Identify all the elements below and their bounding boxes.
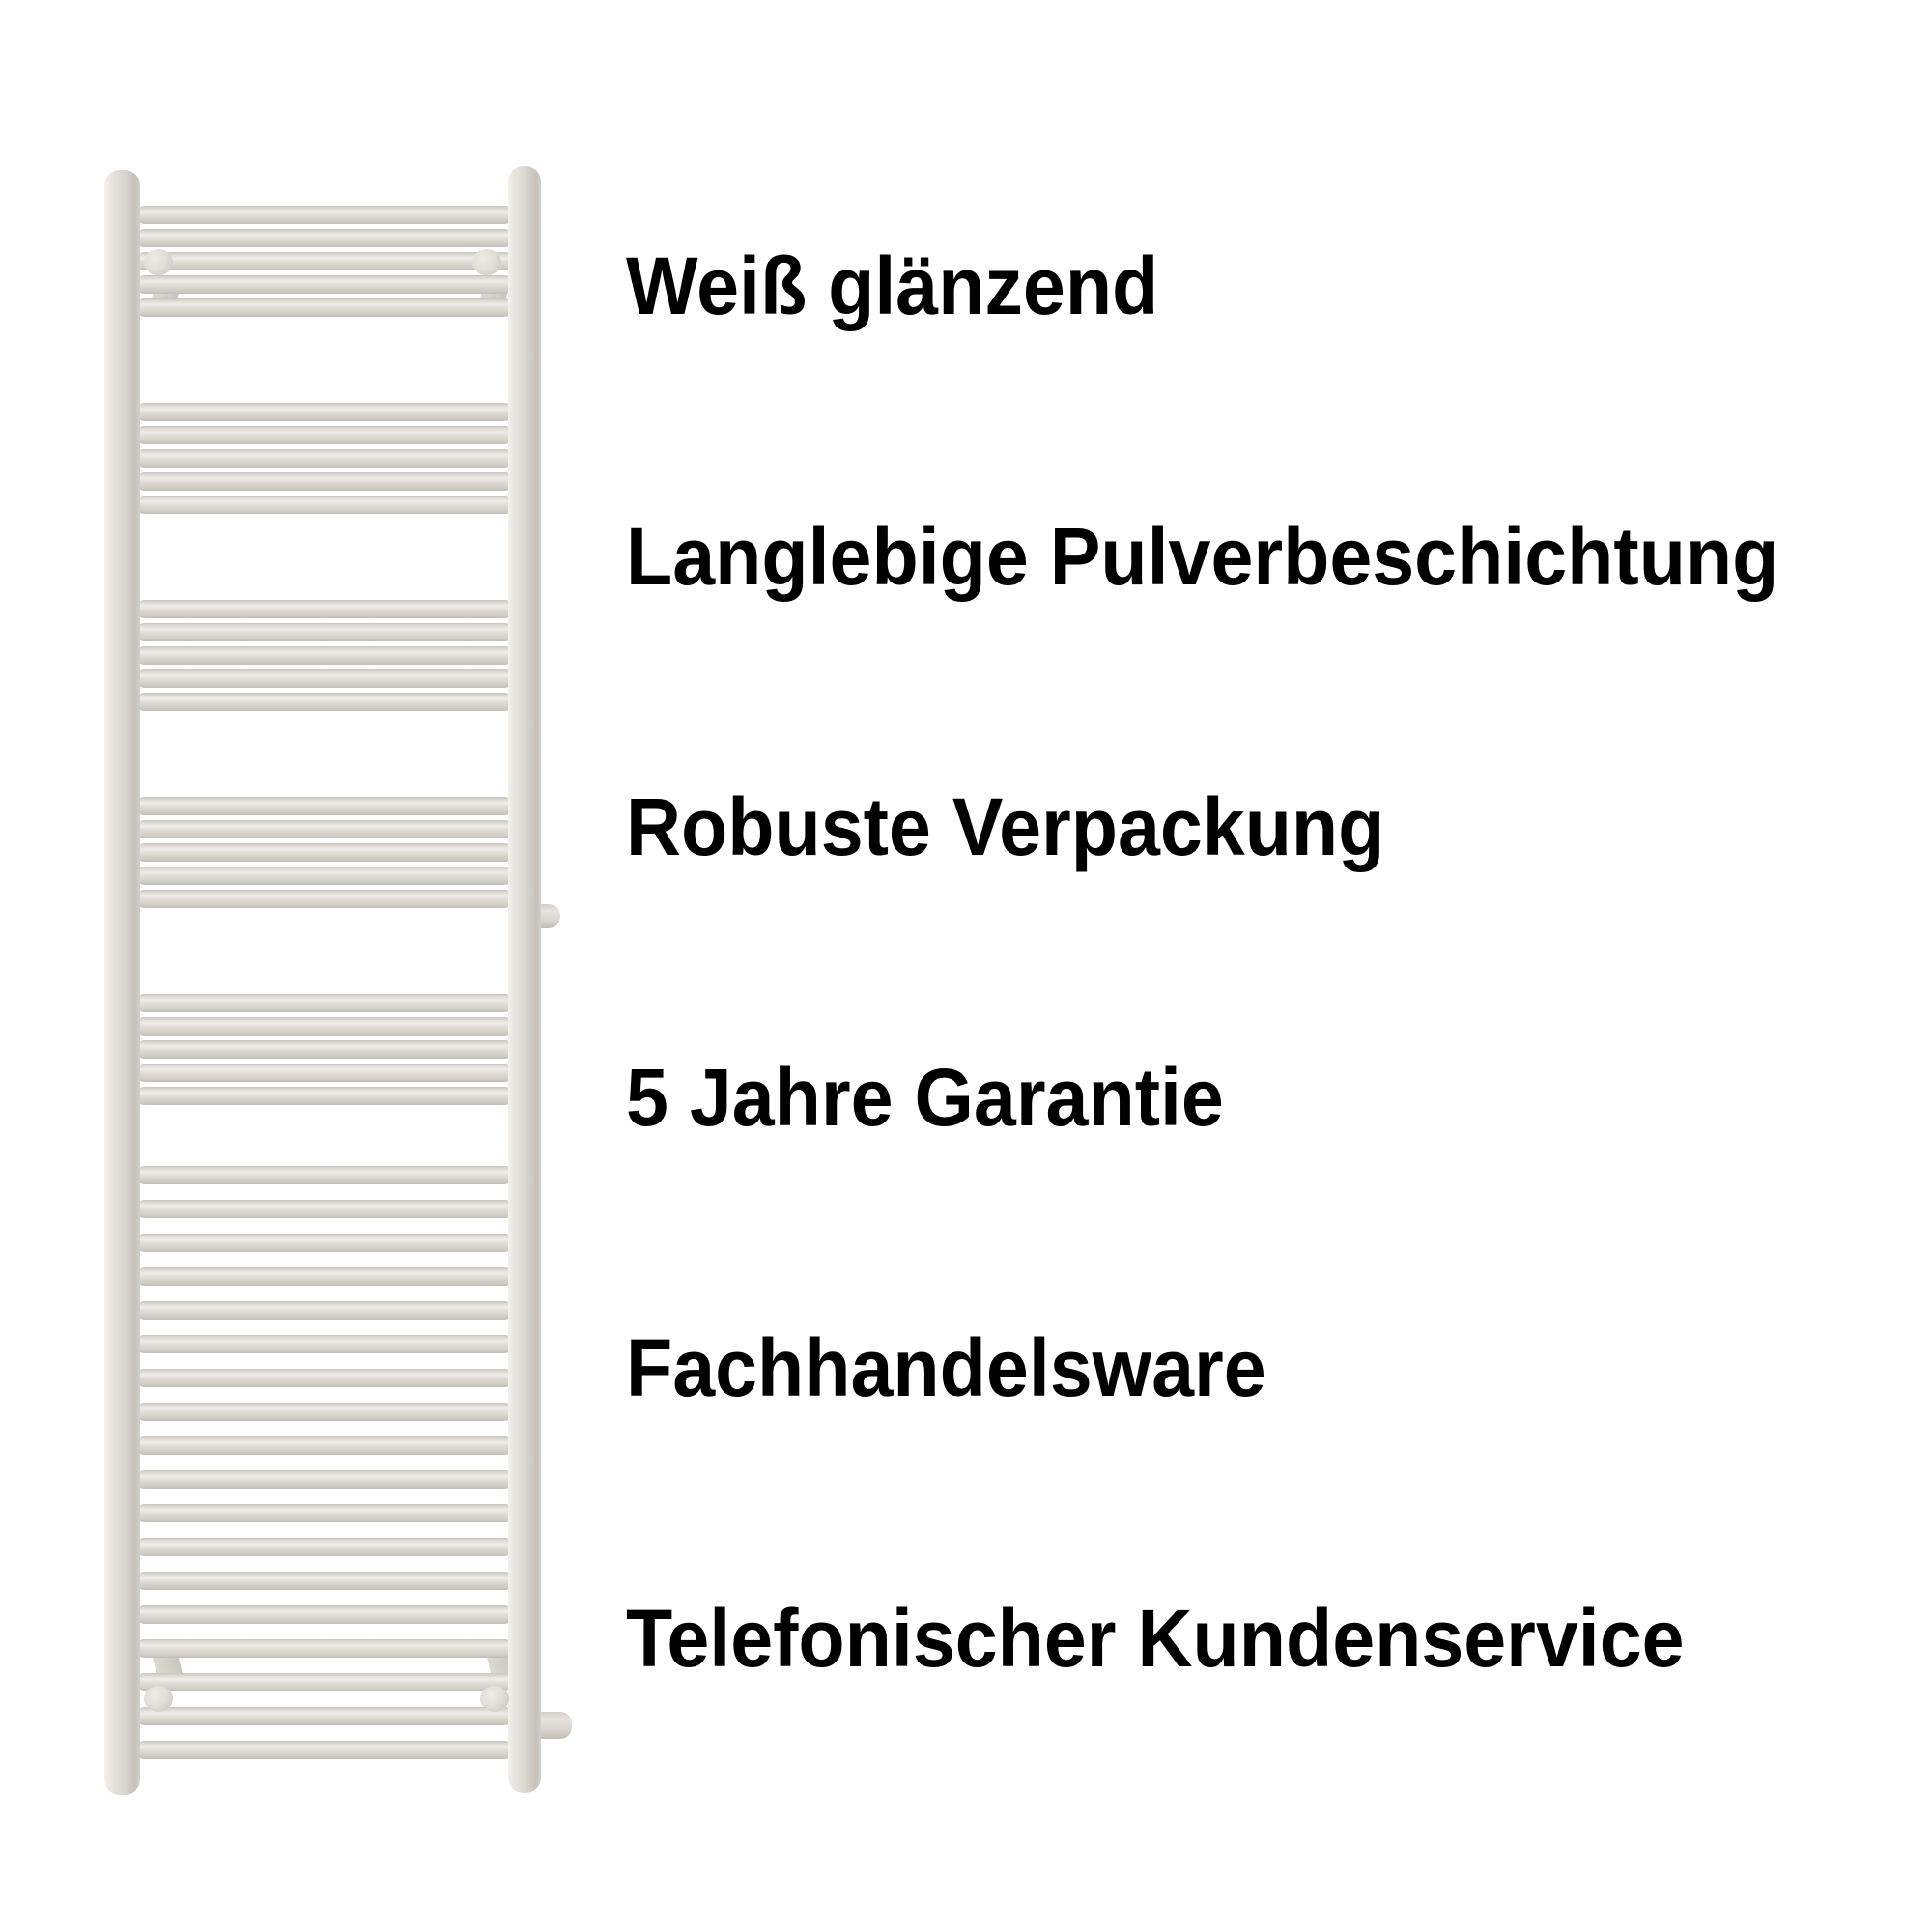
wall-bracket-cap bbox=[144, 248, 173, 275]
radiator-rung bbox=[135, 622, 514, 641]
radiator-rung bbox=[135, 425, 514, 444]
radiator-rung bbox=[135, 1086, 514, 1105]
wall-bracket-cap bbox=[480, 1685, 509, 1712]
feature-item: Telefonischer Kundenservice bbox=[626, 1593, 1685, 1684]
wall-bracket-cap bbox=[472, 248, 501, 275]
feature-item: Weiß glänzend bbox=[626, 241, 1159, 331]
radiator-rung bbox=[135, 1672, 514, 1691]
radiator-rung bbox=[135, 866, 514, 885]
radiator-rung bbox=[135, 1063, 514, 1082]
radiator-rung bbox=[135, 668, 514, 688]
radiator-rung bbox=[135, 1605, 514, 1624]
radiator-rung bbox=[135, 228, 514, 247]
radiator-rung bbox=[135, 819, 514, 838]
radiator-rung bbox=[135, 471, 514, 491]
wall-bracket-cap bbox=[144, 1685, 173, 1712]
radiator-rung bbox=[135, 1016, 514, 1036]
radiator-rung bbox=[135, 1199, 514, 1218]
radiator-rung bbox=[135, 889, 514, 908]
radiator-right-tube bbox=[508, 166, 541, 1793]
radiator-rung bbox=[135, 298, 514, 317]
radiator-rung bbox=[135, 645, 514, 665]
radiator-rung bbox=[135, 402, 514, 421]
radiator-rung bbox=[135, 1368, 514, 1387]
towel-radiator-image bbox=[0, 0, 676, 1932]
radiator-rung bbox=[135, 692, 514, 711]
feature-item: 5 Jahre Garantie bbox=[626, 1052, 1224, 1143]
radiator-rung bbox=[135, 1571, 514, 1590]
feature-item: Robuste Verpackung bbox=[626, 781, 1385, 872]
radiator-rung bbox=[135, 1638, 514, 1658]
radiator-rung bbox=[135, 1740, 514, 1759]
radiator-left-tube bbox=[104, 170, 140, 1795]
radiator-rung bbox=[135, 1233, 514, 1252]
valve-connection-bottom bbox=[535, 1712, 572, 1739]
radiator-rung bbox=[135, 842, 514, 862]
radiator-rung bbox=[135, 1266, 514, 1286]
radiator-rung bbox=[135, 495, 514, 514]
radiator-rung bbox=[135, 251, 514, 270]
radiator-rung bbox=[135, 1039, 514, 1059]
radiator-rung bbox=[135, 1300, 514, 1320]
feature-item: Langlebige Pulverbeschichtung bbox=[626, 511, 1779, 602]
radiator-rung bbox=[135, 1334, 514, 1353]
radiator-rung bbox=[135, 1165, 514, 1184]
radiator-rung bbox=[135, 1435, 514, 1455]
radiator-rung bbox=[135, 1706, 514, 1725]
radiator-rung bbox=[135, 796, 514, 815]
radiator-rung bbox=[135, 599, 514, 618]
radiator-rung bbox=[135, 274, 514, 294]
radiator-rung bbox=[135, 1402, 514, 1421]
radiator-rung bbox=[135, 1537, 514, 1556]
radiator-rung bbox=[135, 1503, 514, 1522]
radiator-rung bbox=[135, 205, 514, 224]
radiator-rung bbox=[135, 993, 514, 1012]
radiator-rung bbox=[135, 448, 514, 468]
feature-item: Fachhandelsware bbox=[626, 1322, 1266, 1413]
radiator-rung bbox=[135, 1469, 514, 1489]
